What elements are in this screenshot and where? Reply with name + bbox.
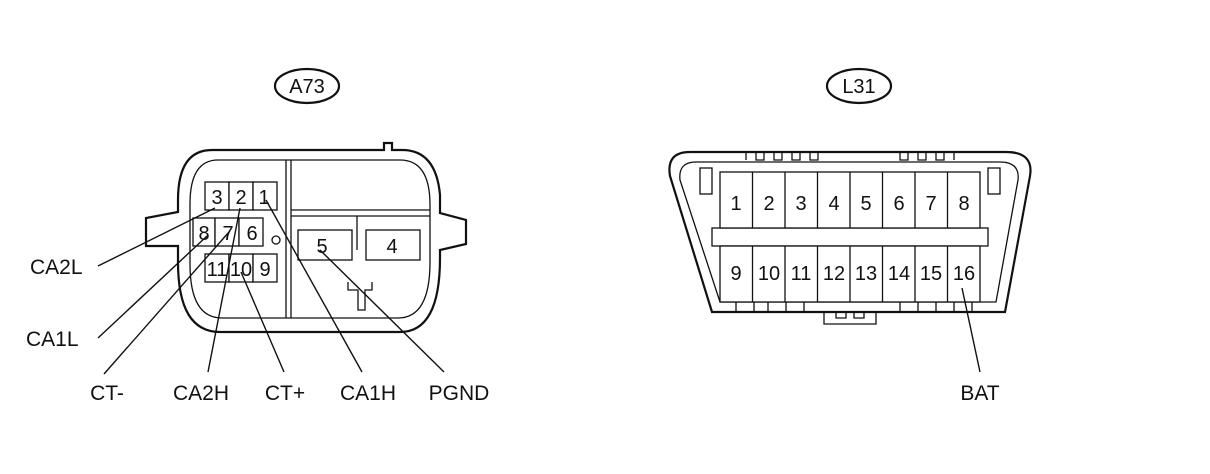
l31-center-bar	[711, 227, 989, 247]
a73-pin-5: 5	[316, 236, 327, 258]
a73-pin-8: 8	[198, 223, 209, 245]
a73-latch	[347, 282, 373, 311]
a73-pip	[271, 235, 281, 245]
l31-pin-6: 6	[893, 193, 904, 215]
a73-signal-labels: CA2L CA1L CT- CA2H CT+ CA1H PGND	[26, 256, 489, 405]
l31-pin-9: 9	[730, 263, 741, 285]
l31-bottom-teeth	[735, 302, 973, 312]
a73-pin-2-cell	[228, 181, 254, 211]
l31-pin-7: 7	[925, 193, 936, 215]
l31-pin-12: 12	[823, 263, 845, 285]
label-ct-minus: CT-	[90, 382, 124, 405]
l31-slot-right	[987, 167, 1001, 195]
a73-pin-1: 1	[258, 187, 269, 209]
label-ca2l: CA2L	[30, 256, 83, 279]
l31-pin-1: 1	[730, 193, 741, 215]
l31-bottom-latch	[823, 312, 877, 325]
l31-pin-2: 2	[763, 193, 774, 215]
l31-top-teeth	[745, 151, 955, 161]
a73-tag-text: A73	[289, 76, 325, 98]
l31-pin-8: 8	[958, 193, 969, 215]
l31-pin-10: 10	[758, 263, 780, 285]
label-ct-plus: CT+	[265, 382, 305, 405]
l31-connector: L31	[668, 67, 1032, 405]
l31-pin-5: 5	[860, 193, 871, 215]
a73-pin-4: 4	[386, 236, 397, 258]
label-ca2h: CA2H	[173, 382, 229, 405]
leader-ca2h	[207, 207, 241, 373]
a73-pin-9-cell	[252, 253, 278, 283]
label-ca1l: CA1L	[26, 328, 79, 351]
a73-pin-9: 9	[259, 259, 270, 281]
a73-pin-4-cell	[365, 229, 421, 261]
l31-tag: L31	[825, 67, 893, 105]
a73-pin-3-cell	[204, 181, 230, 211]
l31-pin-11: 11	[791, 263, 812, 285]
a73-pin-11: 11	[207, 259, 228, 281]
leader-ct-minus	[103, 231, 230, 375]
l31-pin-14: 14	[888, 263, 910, 285]
l31-pin-15: 15	[920, 263, 942, 285]
leader-ca1l	[97, 235, 208, 339]
a73-pin-2: 2	[235, 187, 246, 209]
a73-pin-6-cell	[238, 217, 264, 247]
a73-leader-lines	[97, 199, 445, 375]
l31-housing-inner	[679, 161, 1019, 303]
a73-pin-3: 3	[211, 187, 222, 209]
a73-housing-inner	[189, 159, 431, 319]
a73-housing-outer	[144, 141, 468, 334]
l31-pin-13: 13	[855, 263, 877, 285]
a73-tag-ellipse	[273, 67, 341, 105]
l31-tag-ellipse	[825, 67, 893, 105]
label-ca1h: CA1H	[340, 382, 396, 405]
leader-ct-plus	[240, 271, 285, 373]
leader-bat	[961, 287, 981, 373]
leader-ca2l	[97, 207, 216, 267]
leader-ca1h	[265, 199, 363, 373]
a73-pin-10: 10	[230, 259, 252, 281]
label-bat: BAT	[960, 382, 999, 405]
l31-pin-grid: 1 2 3 4 5 6 7 8 9 10 11 12 13 14 15 16	[719, 171, 981, 303]
a73-connector: A73 3 2	[26, 67, 489, 405]
l31-pin-4: 4	[828, 193, 839, 215]
l31-cell-dividers	[751, 172, 949, 302]
leader-pgnd	[319, 249, 445, 373]
l31-slot-left	[699, 167, 713, 195]
l31-housing-outer	[668, 150, 1032, 314]
label-pgnd: PGND	[429, 382, 490, 405]
l31-pin-3: 3	[795, 193, 806, 215]
a73-pin-1-cell	[252, 181, 278, 211]
a73-pin-grid: 3 2 1 8 7 6 11 10 9 5 4	[192, 181, 421, 283]
l31-pin-16: 16	[953, 263, 975, 285]
a73-tag: A73	[273, 67, 341, 105]
l31-tag-text: L31	[842, 76, 875, 98]
a73-pin-6: 6	[246, 223, 257, 245]
